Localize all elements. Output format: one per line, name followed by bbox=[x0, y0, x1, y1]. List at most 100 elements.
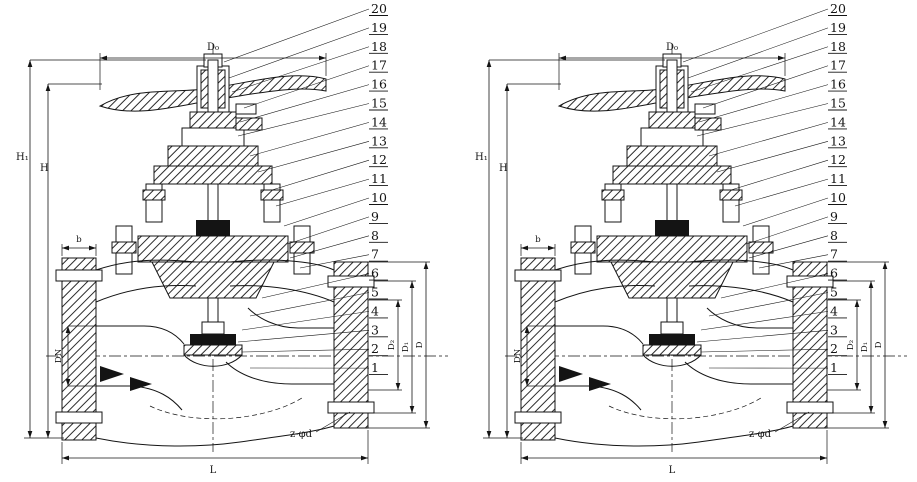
callout-number: 20 bbox=[371, 1, 387, 16]
bore-lower-left bbox=[96, 385, 183, 411]
valve-view-left: D₀ H₁ H L b DN bbox=[0, 0, 458, 482]
callout-leader-line bbox=[700, 311, 829, 331]
callout-leader-line bbox=[241, 348, 370, 353]
yoke-bolt-right-nut bbox=[719, 189, 743, 201]
dim-label-b: b bbox=[76, 235, 82, 245]
valve-drawing: D₀ H₁ H L b DN bbox=[475, 1, 907, 476]
stem-nut bbox=[694, 103, 716, 115]
dim-label-d2: D₂ bbox=[387, 340, 397, 350]
callout-number: 17 bbox=[371, 58, 387, 73]
callout-leader-line bbox=[696, 103, 829, 137]
callout-leader-line bbox=[261, 273, 370, 299]
dim-label-d2: D₂ bbox=[846, 340, 856, 350]
under-seat-arc bbox=[642, 354, 702, 367]
outlet-flange bbox=[333, 261, 369, 429]
callout-number: 4 bbox=[830, 303, 838, 318]
yoke bbox=[612, 165, 732, 185]
dim-label-b: b bbox=[535, 235, 541, 245]
body-bottom bbox=[95, 425, 335, 447]
bore-lower-left bbox=[555, 385, 642, 411]
callout-number: 18 bbox=[371, 39, 387, 54]
hidden-contour bbox=[149, 397, 303, 420]
callout-number: 9 bbox=[830, 209, 838, 224]
callout-number: 3 bbox=[830, 322, 838, 337]
callout-number: 19 bbox=[830, 20, 846, 35]
bore-lower-right bbox=[684, 361, 793, 385]
dim-label-h1: H₁ bbox=[475, 152, 488, 163]
callout-leader-line bbox=[287, 216, 370, 245]
callout-leader-line bbox=[271, 159, 370, 191]
callout-leader-line bbox=[682, 8, 829, 63]
hidden-contour bbox=[608, 397, 762, 420]
callout-leader-line bbox=[698, 84, 829, 123]
dim-label-dn: DN bbox=[54, 348, 64, 363]
callout-leader-line bbox=[696, 330, 829, 343]
callout-number: 13 bbox=[371, 133, 387, 148]
callout-number: 1 bbox=[830, 360, 838, 375]
body-top-right bbox=[688, 259, 794, 271]
callout-number: 7 bbox=[830, 247, 838, 262]
callout-number: 3 bbox=[371, 322, 379, 337]
flow-arrow bbox=[100, 366, 124, 382]
bore-lower-right bbox=[225, 361, 334, 385]
callout-number: 10 bbox=[830, 190, 846, 205]
body-top-left bbox=[554, 259, 656, 271]
callout-number: 4 bbox=[371, 303, 379, 318]
inlet-flange-bolt-top bbox=[514, 269, 562, 282]
bore-upper-left bbox=[96, 325, 185, 345]
callout-number: 2 bbox=[371, 341, 379, 356]
callout-leader-line bbox=[237, 103, 370, 137]
callout-leader-line bbox=[249, 122, 370, 157]
flow-arrow-small bbox=[130, 377, 152, 391]
callout-number: 15 bbox=[371, 96, 387, 111]
valve-body bbox=[55, 257, 375, 447]
dim-label-h1: H₁ bbox=[16, 152, 29, 163]
callout-leader-line bbox=[702, 65, 829, 109]
callout-leader-line bbox=[243, 65, 370, 109]
callout-number: 8 bbox=[830, 228, 838, 243]
dim-label-l: L bbox=[210, 465, 217, 476]
gland-nut bbox=[235, 117, 263, 131]
yoke-bolt-left-nut bbox=[142, 189, 166, 201]
bonnet-flange bbox=[137, 235, 289, 263]
dim-label-bolt-holes: z-φd bbox=[290, 429, 313, 440]
bore-upper-right bbox=[706, 307, 793, 329]
callout-number: 19 bbox=[371, 20, 387, 35]
callout-number: 14 bbox=[371, 114, 387, 129]
callout-leader-line bbox=[228, 27, 370, 79]
seat-ring bbox=[183, 344, 243, 356]
dimension-annotations: D₀ H₁ H L b DN bbox=[475, 42, 889, 476]
dim-label-d1: D₁ bbox=[401, 342, 411, 352]
dim-label-d: D bbox=[415, 341, 425, 348]
body-neck-right bbox=[688, 285, 794, 303]
callout-number: 14 bbox=[830, 114, 846, 129]
callout-leader-line bbox=[708, 292, 829, 317]
dimension-annotations: D₀ H₁ H L b DN bbox=[16, 42, 430, 476]
callout-leader-line bbox=[239, 84, 370, 123]
callout-number: 7 bbox=[371, 247, 379, 262]
dim-label-h: H bbox=[40, 163, 49, 174]
callout-leader-line bbox=[299, 254, 370, 269]
body-neck-left bbox=[95, 285, 197, 303]
bonnet bbox=[610, 261, 734, 299]
callout-leader-line bbox=[742, 197, 829, 227]
outlet-flange-bolt-bottom bbox=[786, 401, 834, 414]
callout-leader-line bbox=[746, 216, 829, 245]
body-top-left bbox=[95, 259, 197, 271]
callout-leader-line bbox=[690, 46, 829, 93]
callout-number: 6 bbox=[371, 266, 379, 281]
dim-label-bolt-holes: z-φd bbox=[749, 429, 772, 440]
bonnet-assembly bbox=[111, 103, 315, 299]
disc-holder bbox=[660, 321, 684, 335]
yoke bbox=[153, 165, 273, 185]
bonnet-stud-left-nut bbox=[570, 241, 596, 254]
callout-number: 13 bbox=[830, 133, 846, 148]
callout-leader-line bbox=[237, 330, 370, 343]
yoke-bolt-right-nut bbox=[260, 189, 284, 201]
callout-number: 15 bbox=[830, 96, 846, 111]
callout-leader-line bbox=[748, 235, 829, 259]
gland-nut bbox=[694, 117, 722, 131]
